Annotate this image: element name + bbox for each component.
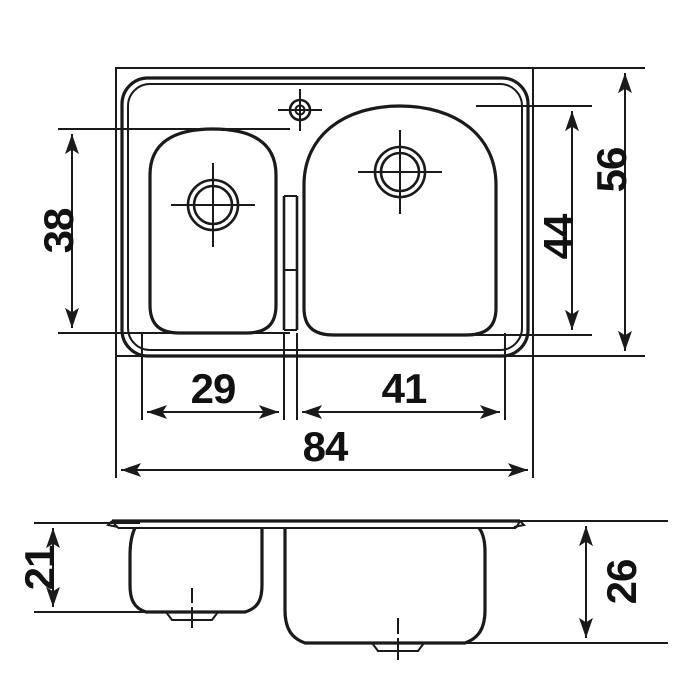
rim-rounded-rectangle-outer [120,76,530,358]
dimension-left-bowl-depth: 21 [16,522,190,613]
deck-line [105,519,527,529]
dimension-bowl-opening-depth: 44 [476,105,592,336]
dimension-label-29: 29 [191,365,236,412]
dimension-label-84: 84 [303,423,349,470]
left-bowl-outline [148,127,278,335]
dimension-label-26: 26 [598,560,645,605]
right-bowl-outline [302,104,498,337]
right-bowl-profile [283,527,487,645]
dimension-label-21: 21 [16,545,63,590]
left-drain [171,163,255,247]
dimension-label-38: 38 [35,208,82,253]
dimension-right-bowl-width: 41 [296,333,506,420]
front-section-view: 21 26 [16,519,668,660]
dimension-right-bowl-depth: 26 [455,520,668,644]
right-drain-outlet [371,618,425,660]
dimension-overall-width: 84 [115,356,534,478]
right-drain [358,130,442,214]
outer-rectangle [115,67,534,357]
dimension-label-44: 44 [535,213,582,259]
left-drain-outlet [165,588,219,628]
dimension-label-41: 41 [382,365,427,412]
dimension-left-bowl-width: 29 [141,333,285,420]
top-plan-view: 38 56 44 29 [35,67,645,478]
faucet-hole [278,89,322,131]
rim-rounded-rectangle-inner [127,83,523,351]
dimension-left-bowl-height: 38 [35,128,290,334]
center-divider [282,195,299,331]
dimension-label-56: 56 [588,148,635,193]
left-bowl-profile [128,527,264,614]
dimension-overall-depth: 56 [533,67,645,357]
